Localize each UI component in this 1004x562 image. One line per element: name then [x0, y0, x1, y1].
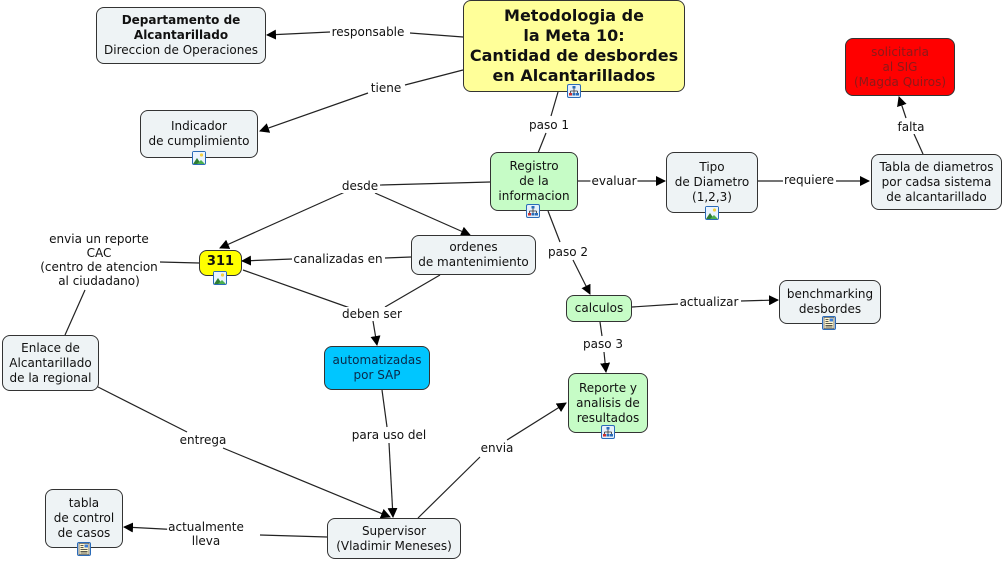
arrow-canalizadas-311: [241, 255, 293, 266]
node-benchmarking-text: benchmarking desbordes: [786, 287, 874, 316]
node-registro[interactable]: Registro de la informacion: [490, 152, 578, 211]
node-tipo-text: Tipo de Diametro (1,2,3): [674, 160, 750, 204]
concept-map-icon[interactable]: [567, 84, 581, 98]
node-calculos-text: calculos: [574, 301, 624, 315]
node-solicitarla[interactable]: solicitarla al SIG (Magda Quiros): [845, 38, 955, 96]
arrow-desde-ordenes: [374, 192, 471, 236]
node-ordenes-text: ordenes de mantenimiento: [418, 240, 529, 269]
node-calculos[interactable]: calculos: [566, 295, 632, 322]
link-label-envia[interactable]: envia: [479, 441, 515, 455]
line-main-paso1: [550, 91, 559, 117]
document-icon[interactable]: [822, 316, 836, 330]
line-registro-desde: [379, 181, 491, 186]
line-paso1-registro: [537, 132, 547, 154]
node-supervisor[interactable]: Supervisor (Vladimir Meneses): [327, 518, 461, 559]
node-automatizadas[interactable]: automatizadas por SAP: [324, 346, 430, 390]
arrow-falta-solicitarla: [897, 96, 907, 119]
link-label-responsable[interactable]: responsable: [330, 25, 406, 39]
line-enlace-entrega: [97, 386, 188, 433]
node-tabla-diametros[interactable]: Tabla de diametros por cadsa sistema de …: [871, 154, 1002, 210]
node-tabla-diametros-text: Tabla de diametros por cadsa sistema de …: [879, 159, 994, 204]
link-label-paso1[interactable]: paso 1: [527, 118, 571, 132]
line-calculos-paso3: [599, 321, 603, 337]
line-supervisor-envia: [417, 456, 481, 519]
node-main-metodologia[interactable]: Metodologia de la Meta 10: Cantidad de d…: [463, 0, 685, 92]
line-main-tiene: [404, 69, 464, 86]
line-ordenes-canalizadas: [384, 256, 412, 259]
node-departamento-subtitle: Direccion de Operaciones: [104, 43, 258, 57]
link-label-tiene[interactable]: tiene: [369, 81, 403, 95]
document-icon[interactable]: [77, 542, 91, 556]
arrow-paso2-calculos: [572, 259, 591, 295]
link-label-actualmente[interactable]: actualmente lleva: [167, 520, 245, 548]
node-tipo-diametro[interactable]: Tipo de Diametro (1,2,3): [666, 152, 758, 213]
link-label-evaluar[interactable]: evaluar: [590, 174, 638, 188]
node-supervisor-text: Supervisor (Vladimir Meneses): [336, 523, 452, 553]
node-departamento[interactable]: Departamento de Alcantarillado Direccion…: [96, 7, 266, 64]
image-icon[interactable]: [213, 271, 227, 285]
concept-map-icon[interactable]: [601, 425, 615, 439]
node-solicitarla-text: solicitarla al SIG (Magda Quiros): [853, 44, 947, 89]
arrow-entrega-supervisor: [222, 447, 391, 519]
line-registro-paso2: [547, 210, 561, 243]
node-indicador[interactable]: Indicador de cumplimiento: [140, 110, 258, 158]
image-icon[interactable]: [705, 206, 719, 220]
link-label-para-uso[interactable]: para uso del: [350, 428, 428, 442]
node-enlace-text: Enlace de Alcantarillado de la regional: [9, 340, 92, 385]
node-311[interactable]: 311: [199, 250, 242, 276]
line-311-debenser: [242, 269, 351, 309]
image-icon[interactable]: [192, 151, 206, 165]
link-label-desde[interactable]: desde: [340, 179, 380, 193]
line-tabla-falta: [913, 133, 924, 155]
line-reporte-311: [159, 261, 200, 264]
arrow-paso3-reporte: [600, 351, 611, 373]
node-311-text: 311: [206, 254, 235, 269]
arrow-debenser-automatizadas: [370, 320, 381, 346]
link-label-actualizar[interactable]: actualizar: [678, 295, 740, 309]
node-enlace[interactable]: Enlace de Alcantarillado de la regional: [2, 335, 99, 391]
arrow-actualizar-benchmarking: [740, 295, 779, 306]
link-label-falta[interactable]: falta: [896, 120, 926, 134]
node-reporte[interactable]: Reporte y analisis de resultados: [568, 373, 648, 433]
line-main-responsable: [409, 32, 464, 38]
line-ordenes-debenser: [384, 274, 441, 308]
line-supervisor-actualmente: [259, 534, 328, 538]
line-calculos-actualizar: [631, 303, 679, 308]
line-automatizadas-parauso: [381, 389, 388, 428]
arrow-desde-311: [219, 191, 346, 249]
node-ordenes[interactable]: ordenes de mantenimiento: [411, 235, 536, 275]
link-label-requiere[interactable]: requiere: [782, 173, 836, 187]
node-automatizadas-text: automatizadas por SAP: [332, 353, 422, 382]
link-label-paso3[interactable]: paso 3: [581, 337, 625, 351]
link-label-deben-ser[interactable]: deben ser: [341, 307, 403, 321]
node-main-text: Metodologia de la Meta 10: Cantidad de d…: [469, 6, 679, 85]
arrow-responsable-departamento: [266, 29, 331, 40]
concept-map-icon[interactable]: [526, 204, 540, 218]
node-reporte-text: Reporte y analisis de resultados: [576, 380, 640, 425]
arrow-tiene-indicador: [259, 92, 369, 133]
node-registro-text: Registro de la informacion: [498, 159, 570, 203]
arrow-envia-reporte: [506, 402, 567, 441]
node-benchmarking[interactable]: benchmarking desbordes: [779, 280, 881, 324]
node-tabla-control[interactable]: tabla de control de casos: [45, 489, 123, 548]
link-label-entrega[interactable]: entrega: [178, 433, 228, 447]
arrow-parauso-supervisor: [387, 442, 398, 518]
link-label-envia-reporte[interactable]: envia un reporte CAC (centro de atencion…: [39, 232, 159, 288]
node-tabla-control-text: tabla de control de casos: [53, 496, 115, 540]
node-indicador-text: Indicador de cumplimiento: [148, 119, 250, 148]
line-enlace-reporte: [64, 289, 86, 336]
link-label-canalizadas[interactable]: canalizadas en: [292, 252, 384, 266]
node-departamento-title: Departamento de Alcantarillado: [121, 13, 241, 42]
link-label-paso2[interactable]: paso 2: [546, 245, 590, 259]
